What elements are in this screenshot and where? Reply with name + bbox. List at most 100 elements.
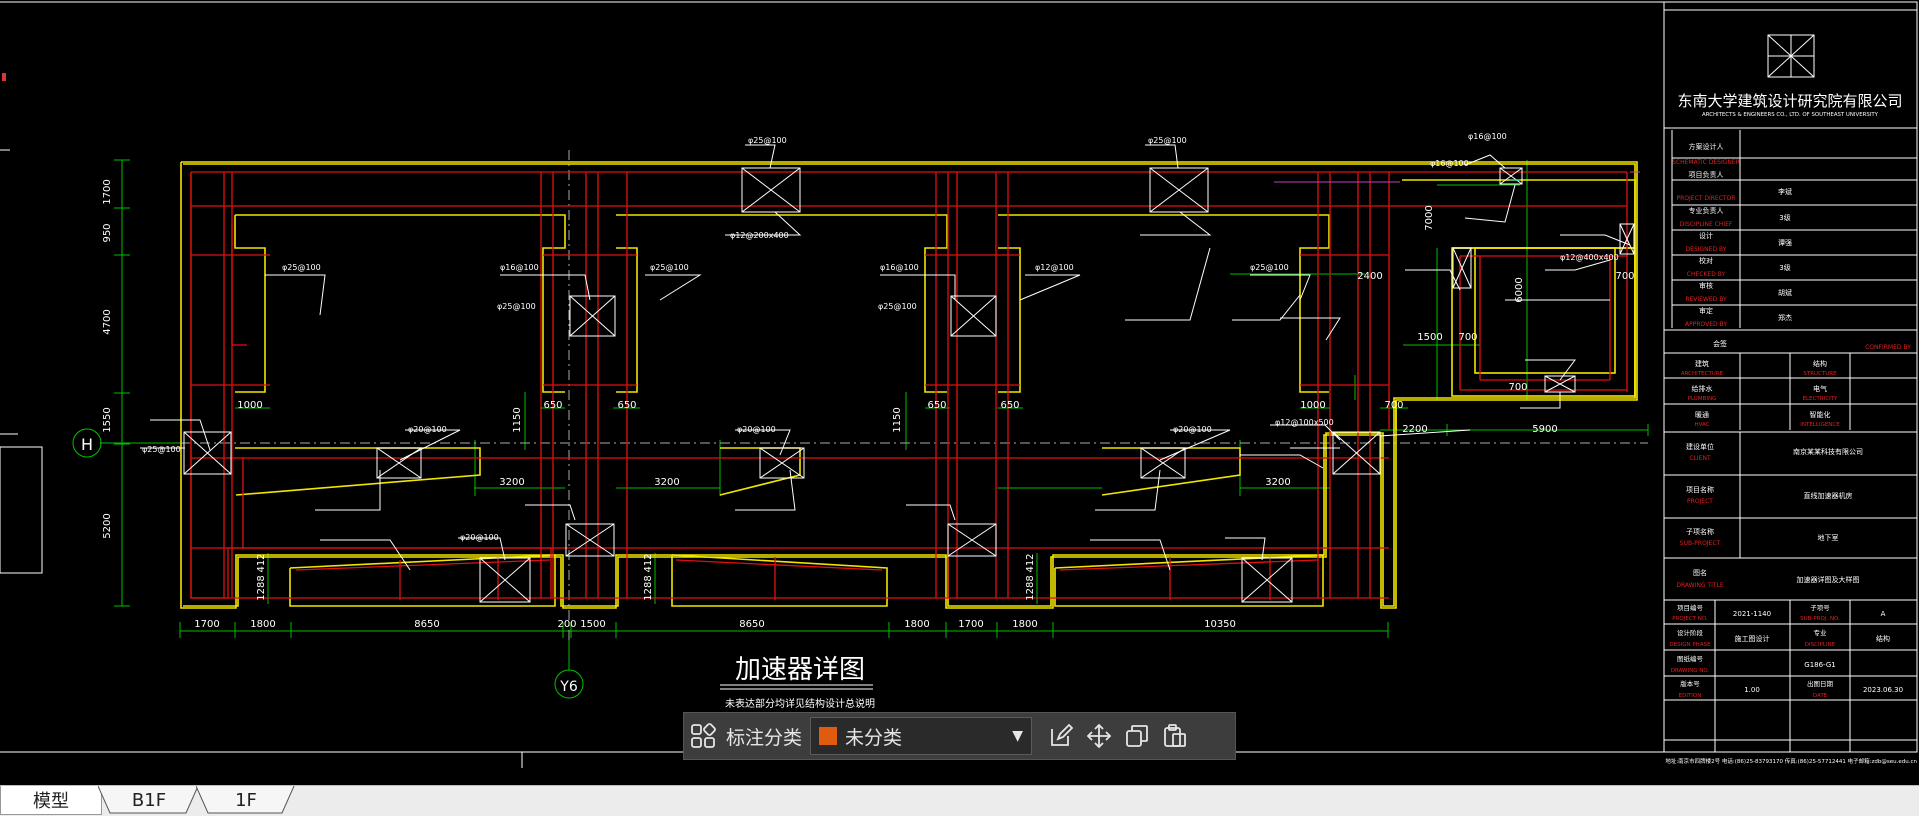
tab-label: 1F	[235, 789, 257, 811]
dim-text: 650	[1000, 400, 1019, 411]
category-dropdown[interactable]: 未分类 ▼	[810, 717, 1033, 755]
dim-text: 412	[643, 553, 654, 572]
dim-text: 1288	[1025, 575, 1036, 600]
rebar-note: φ16@100	[1468, 132, 1507, 141]
dim-text: 1550	[102, 407, 113, 432]
role-cn: 专业负责人	[1689, 206, 1724, 215]
role-en: APPROVED BY	[1685, 321, 1727, 328]
svg-text:项目编号: 项目编号	[1677, 603, 1704, 612]
tab-model[interactable]: 模型	[0, 786, 102, 815]
rebar-note: φ25@100	[282, 263, 321, 272]
drawing-svg: H Y6 加速器详图 未表达部分均详见结构设计总说明 1700 1800 865…	[0, 1, 1918, 768]
svg-text:PLUMBING: PLUMBING	[1688, 396, 1717, 402]
dim-text: 1150	[892, 407, 903, 432]
svg-text:电气: 电气	[1813, 384, 1827, 393]
company-name-en: ARCHITECTS & ENGINEERS CO., LTD. OF SOUT…	[1702, 112, 1879, 118]
tab-b1f[interactable]: B1F	[98, 786, 200, 814]
annotation-toolbar: 标注分类 未分类 ▼	[683, 712, 1236, 760]
dim-text: 1288	[643, 575, 654, 600]
dim-text: 1150	[512, 407, 523, 432]
svg-text:专业: 专业	[1814, 628, 1828, 637]
svg-text:版本号: 版本号	[1680, 679, 1700, 688]
dim-text: 2400	[1357, 271, 1382, 282]
dim-text: 7000	[1424, 205, 1435, 230]
svg-text:2023.06.30: 2023.06.30	[1863, 686, 1903, 694]
svg-text:结构: 结构	[1813, 359, 1827, 368]
move-icon[interactable]	[1080, 717, 1118, 755]
rebar-note: φ20@100	[408, 425, 447, 434]
rebar-note: φ25@100	[650, 263, 689, 272]
role-cn: 设计	[1699, 231, 1713, 240]
dim-text: 3200	[1265, 477, 1290, 488]
role-name: 李斌	[1778, 187, 1792, 196]
svg-text:PROJECT NO.: PROJECT NO.	[1672, 616, 1708, 622]
category-color-swatch	[819, 727, 838, 745]
address-line: 地址:南京市四牌楼2号 电话:(86)25-83793170 传真:(86)25…	[1665, 757, 1917, 765]
dim-text: 5200	[102, 513, 113, 538]
dim-text: 6000	[1514, 277, 1525, 302]
svg-text:SUB-PROJ. NO.: SUB-PROJ. NO.	[1800, 616, 1840, 622]
grid-menu-icon[interactable]	[684, 717, 722, 755]
svg-text:DRAWING TITLE: DRAWING TITLE	[1676, 582, 1724, 589]
dim-text: 3200	[499, 477, 524, 488]
svg-text:CLIENT: CLIENT	[1689, 455, 1711, 462]
svg-text:地下室: 地下室	[1818, 533, 1839, 542]
rebar-note: φ12@100x500	[1275, 418, 1334, 427]
svg-text:PROJECT: PROJECT	[1687, 498, 1713, 505]
svg-text:结构: 结构	[1876, 634, 1890, 643]
category-dropdown-value: 未分类	[845, 726, 903, 749]
rebar-note: φ16@100	[500, 263, 539, 272]
rebar-note: φ25@100	[748, 136, 787, 145]
rebar-note: φ25@100	[1148, 136, 1187, 145]
dim-text: 3200	[654, 477, 679, 488]
svg-text:暖通: 暖通	[1695, 410, 1709, 419]
rebar-note: φ16@100	[1430, 159, 1469, 168]
svg-text:A: A	[1881, 610, 1886, 618]
role-en: CHECKED BY	[1687, 271, 1726, 278]
svg-text:DATE: DATE	[1813, 693, 1828, 699]
role-en: DISCIPLINE CHIEF	[1680, 221, 1733, 228]
tab-label: B1F	[131, 789, 167, 811]
role-cn: 方案设计人	[1689, 142, 1724, 151]
dim-text: 200	[557, 619, 576, 630]
role-name: 郑杰	[1778, 313, 1792, 322]
cosign-label: 会签	[1713, 339, 1727, 348]
dim-text: 650	[927, 400, 946, 411]
dim-text: 1800	[250, 619, 275, 630]
copy-icon[interactable]	[1118, 717, 1156, 755]
dim-text: 412	[256, 553, 267, 572]
role-name: 胡斌	[1778, 288, 1792, 297]
rebar-note: φ25@100	[878, 302, 917, 311]
svg-text:智能化: 智能化	[1810, 410, 1831, 419]
rebar-note: φ16@100	[880, 263, 919, 272]
svg-text:ELECTRICITY: ELECTRICITY	[1803, 396, 1838, 402]
dim-text: 700	[1615, 271, 1634, 282]
dim-text: 1500	[580, 619, 605, 630]
dim-text: 1800	[1012, 619, 1037, 630]
rebar-note: φ12@400x400	[1560, 253, 1619, 262]
dim-text: 5900	[1532, 424, 1557, 435]
svg-text:给排水: 给排水	[1692, 384, 1713, 393]
svg-text:INTELLIGENCE: INTELLIGENCE	[1800, 422, 1840, 428]
role-cn: 项目负责人	[1689, 170, 1724, 179]
rebar-note: φ20@100	[460, 533, 499, 542]
rebar-note: φ25@100	[142, 445, 181, 454]
dim-text: 700	[1508, 382, 1527, 393]
rebar-note: φ12@200x400	[730, 231, 789, 240]
cad-drawing-canvas[interactable]: H Y6 加速器详图 未表达部分均详见结构设计总说明 1700 1800 865…	[0, 0, 1919, 785]
svg-text:直线加速器机房: 直线加速器机房	[1804, 491, 1853, 500]
edit-icon[interactable]	[1042, 717, 1080, 755]
dim-text: 1700	[194, 619, 219, 630]
paste-icon[interactable]	[1156, 717, 1194, 755]
role-name: 3级	[1779, 213, 1790, 222]
role-name: 3级	[1779, 263, 1790, 272]
dim-text: 650	[543, 400, 562, 411]
svg-text:DRAWING NO.: DRAWING NO.	[1671, 668, 1710, 674]
svg-text:STRUCTURE: STRUCTURE	[1803, 371, 1837, 377]
svg-text:设计阶段: 设计阶段	[1677, 628, 1704, 637]
rebar-note: φ20@100	[737, 425, 776, 434]
tab-1f[interactable]: 1F	[196, 786, 296, 814]
dim-text: 2200	[1402, 424, 1427, 435]
rebar-note: φ25@100	[1250, 263, 1289, 272]
svg-text:项目名称: 项目名称	[1686, 485, 1714, 494]
